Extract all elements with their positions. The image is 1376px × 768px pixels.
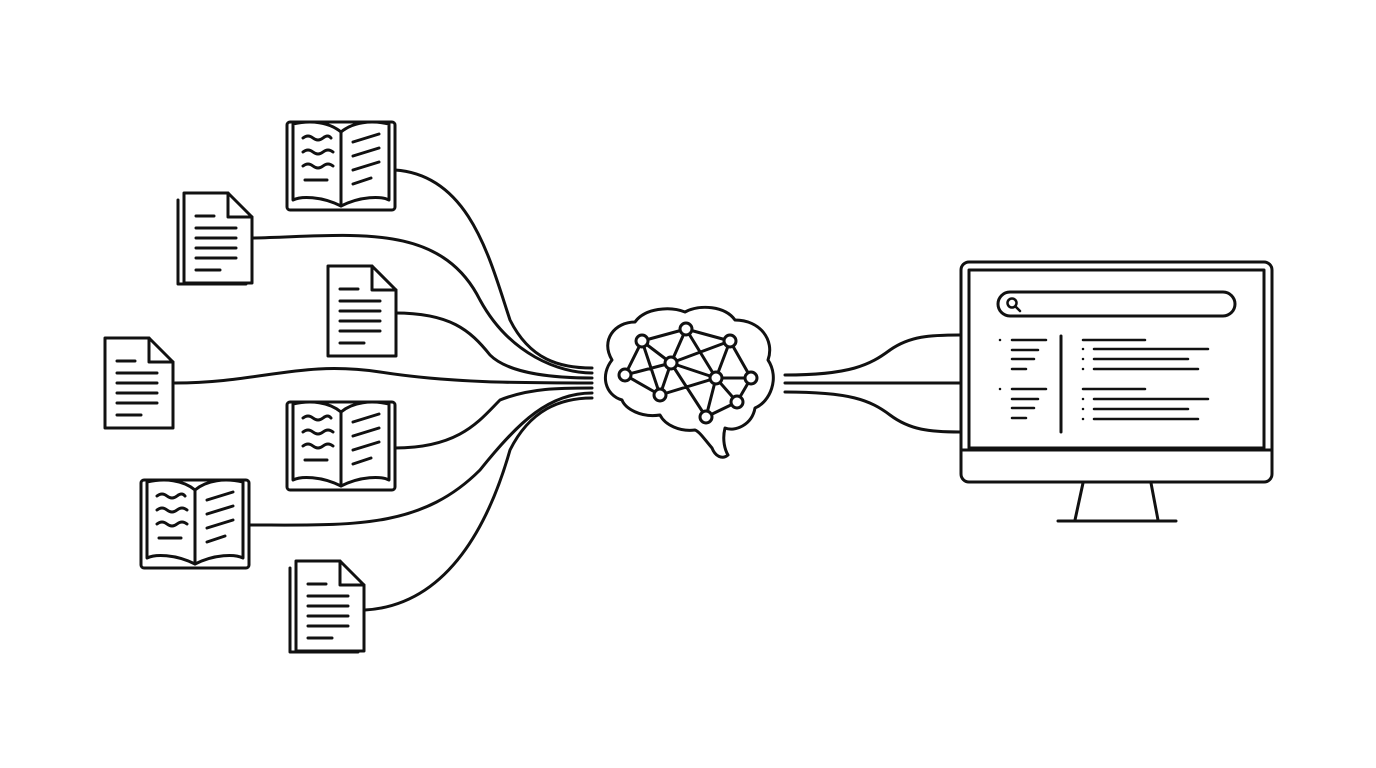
open-book-icon: [285, 120, 397, 212]
search-icon: [1006, 297, 1022, 313]
document-stack-icon: [290, 561, 364, 652]
monitor-search-results-icon: [959, 260, 1274, 523]
brain-network-icon: [603, 305, 775, 459]
document-stack-icon: [178, 193, 252, 284]
open-book-icon: [139, 478, 251, 570]
open-book-icon: [285, 400, 397, 492]
connector-lines: [173, 168, 962, 612]
document-icon: [103, 336, 175, 430]
search-input: [996, 290, 1237, 318]
document-icon: [326, 264, 398, 358]
